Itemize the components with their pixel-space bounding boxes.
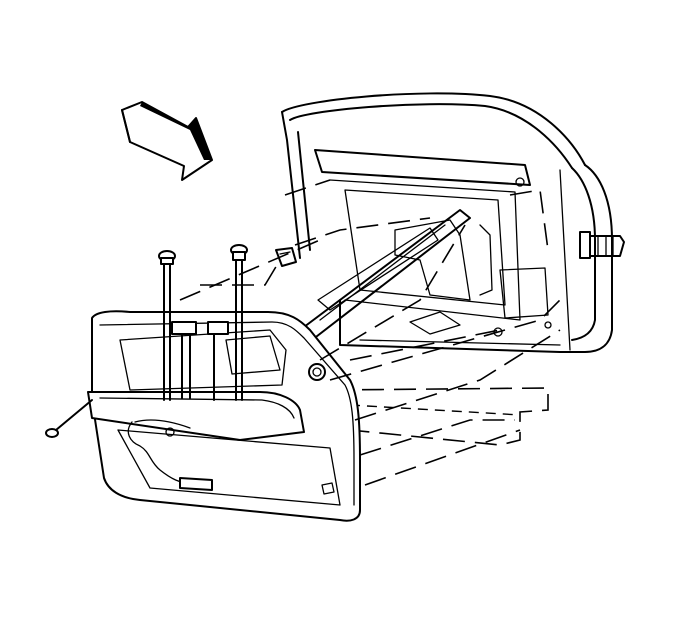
door-frame [281, 92, 625, 353]
alignment-lines [179, 179, 561, 486]
upper-screw-left [158, 250, 176, 401]
water-deflector [329, 387, 549, 446]
door-trim-panel [87, 310, 361, 522]
upper-screw-right [230, 244, 248, 401]
direction-arrow [121, 101, 213, 181]
lower-screw [45, 399, 93, 438]
switch-plate-right [207, 321, 229, 401]
hinge-bushing [579, 231, 625, 259]
retainer-clip [275, 247, 297, 267]
switch-plate-left [171, 321, 197, 399]
wire-harness [127, 419, 213, 491]
